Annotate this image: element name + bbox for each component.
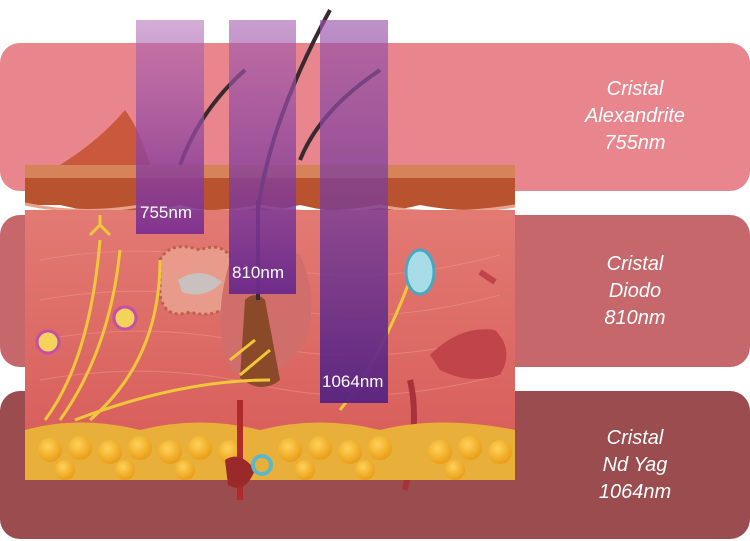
band-ndyag-line2: Nd Yag bbox=[602, 454, 668, 476]
beam-810-label: 810nm bbox=[232, 263, 284, 282]
band-ndyag-line3: 1064nm bbox=[598, 481, 672, 503]
corpuscles bbox=[35, 248, 436, 355]
laser-beams bbox=[136, 20, 388, 403]
band-diodo-line2: Diodo bbox=[608, 280, 662, 302]
band-alexandrite-line2: Alexandrite bbox=[584, 105, 686, 127]
sebaceous-gland bbox=[158, 245, 237, 316]
beam-810 bbox=[229, 20, 296, 294]
band-diodo-line1: Cristal bbox=[606, 253, 664, 275]
band-diodo-label: Cristal Diodo 810nm bbox=[520, 251, 750, 332]
beam-1064-label: 1064nm bbox=[322, 372, 384, 391]
band-alexandrite-line3: 755nm bbox=[604, 132, 666, 154]
beam-1064 bbox=[320, 20, 388, 403]
band-diodo-line3: 810nm bbox=[604, 307, 666, 329]
band-ndyag-label: Cristal Nd Yag 1064nm bbox=[520, 425, 750, 506]
beam-755-label: 755nm bbox=[140, 203, 192, 222]
band-alexandrite-line1: Cristal bbox=[606, 78, 664, 100]
blood-vessels bbox=[225, 269, 497, 500]
band-ndyag-line1: Cristal bbox=[606, 427, 664, 449]
subcutaneous-fat-layer bbox=[25, 422, 515, 480]
beam-755 bbox=[136, 20, 204, 234]
band-alexandrite-label: Cristal Alexandrite 755nm bbox=[520, 76, 750, 157]
